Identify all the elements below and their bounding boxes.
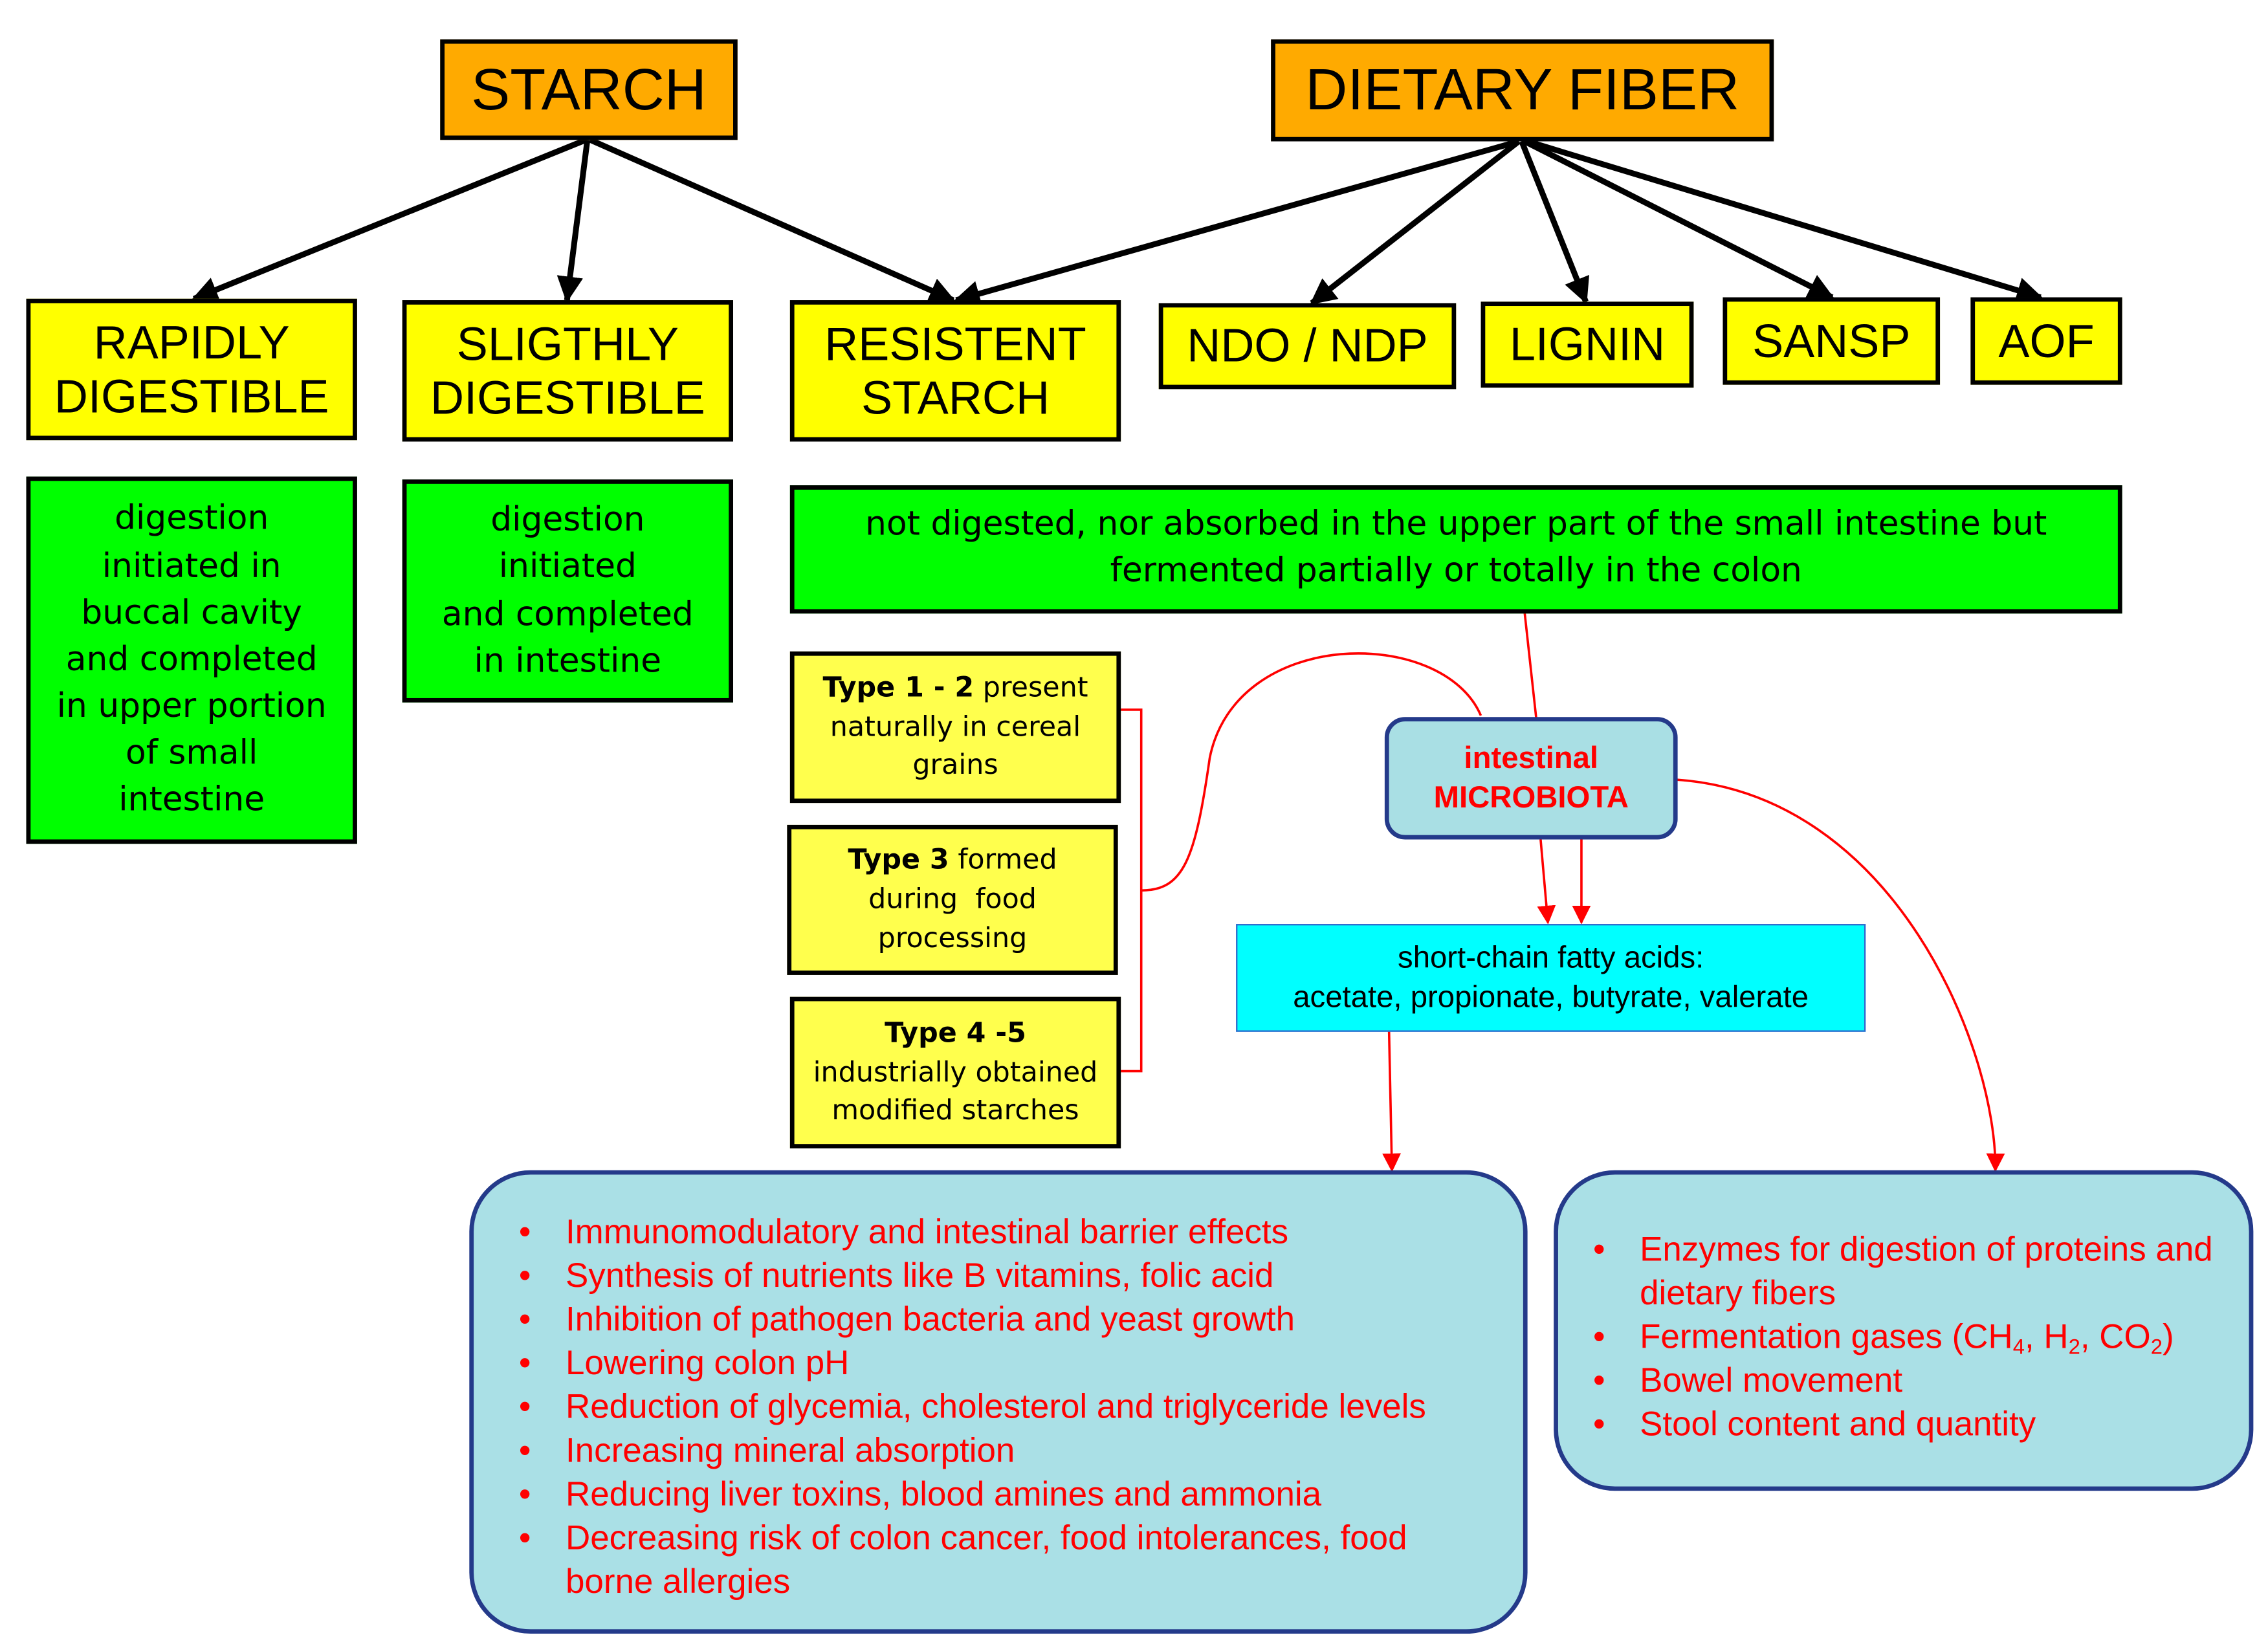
type-1-2-bold: Type 1 - 2: [822, 671, 974, 703]
scfa-effects-list: Immunomodulatory and intestinal barrier …: [519, 1210, 1479, 1603]
resistant-description-line: fermented partially or totally in the co…: [1110, 552, 1802, 591]
rapidly-description-line: of small: [125, 734, 258, 773]
microbiota-effects-box: Enzymes for digestion of proteins and di…: [1554, 1170, 2254, 1491]
resistent-starch-box: RESISTENT STARCH: [789, 300, 1121, 442]
slightly-description-line: in intestine: [474, 642, 662, 681]
scfa-effect-item: Reducing liver toxins, blood amines and …: [519, 1472, 1479, 1516]
type-1-2-line2: naturally in cereal: [830, 710, 1081, 743]
sansp-box: SANSP: [1723, 297, 1941, 385]
scfa-effect-item: Inhibition of pathogen bacteria and yeas…: [519, 1297, 1479, 1341]
lignin-label: LIGNIN: [1509, 318, 1666, 371]
type-3-bold: Type 3: [848, 844, 949, 876]
bracket-types: [1119, 708, 1143, 1073]
ndo-ndp-box: NDO / NDP: [1158, 303, 1457, 389]
starch-header-label: STARCH: [471, 57, 707, 122]
scfa-effect-item: Lowering colon pH: [519, 1341, 1479, 1385]
slightly-description-line: and completed: [441, 595, 694, 633]
arrow-microbiota-effects: [1676, 778, 2005, 1172]
resistent-starch-line1: RESISTENT: [824, 317, 1086, 370]
rapidly-description-line: initiated in: [102, 547, 281, 586]
scfa-effect-item: Immunomodulatory and intestinal barrier …: [519, 1210, 1479, 1254]
arrow-scfa-effects: [1382, 1030, 1402, 1172]
gases-text: , CO: [2080, 1317, 2151, 1355]
arrow-fiber-lignin: [1519, 140, 1589, 305]
aof-box: AOF: [1970, 297, 2122, 385]
ndo-ndp-label: NDO / NDP: [1187, 319, 1428, 372]
rapidly-description-line: buccal cavity: [81, 594, 302, 632]
type-3-box: Type 3 formed during food processing: [787, 824, 1118, 975]
sansp-label: SANSP: [1752, 314, 1911, 367]
rapidly-description-line: and completed: [65, 641, 318, 679]
gases-sub: 4: [2012, 1336, 2025, 1360]
type-4-5-box: Type 4 -5 industrially obtained modified…: [789, 996, 1121, 1148]
gases-sub: 2: [2150, 1336, 2163, 1360]
gases-text: , H: [2024, 1317, 2069, 1355]
type-4-5-bold: Type 4 -5: [885, 1016, 1026, 1049]
scfa-effects-box: Immunomodulatory and intestinal barrier …: [469, 1170, 1528, 1634]
rapidly-digestible-box: RAPIDLY DIGESTIBLE: [26, 298, 357, 441]
scfa-line2: acetate, propionate, butyrate, valerate: [1293, 980, 1809, 1014]
arrow-microbiota-scfa-1: [1537, 839, 1556, 925]
dietary-fiber-header-label: DIETARY FIBER: [1305, 58, 1740, 123]
rapidly-digestible-line1: RAPIDLY: [93, 316, 290, 369]
scfa-effect-item: Increasing mineral absorption: [519, 1428, 1479, 1472]
type-3-rest: formed: [949, 844, 1057, 876]
gases-text: ): [2162, 1317, 2174, 1355]
microbiota-line1: intestinal: [1464, 741, 1599, 775]
type-3-line2: during food: [868, 883, 1037, 915]
microbiota-effect-item: Bowel movement: [1593, 1358, 2226, 1402]
type-4-5-line3: modified starches: [831, 1095, 1079, 1128]
rapidly-description-line: intestine: [118, 782, 265, 820]
slightly-digestible-box: SLIGTHLY DIGESTIBLE: [402, 300, 734, 442]
arrow-fiber-ndo: [1310, 138, 1521, 306]
aof-label: AOF: [1998, 314, 2095, 367]
arrow-starch-resistent: [589, 137, 956, 303]
arrow-fiber-resistent: [953, 138, 1520, 307]
scfa-effect-item: Decreasing risk of colon cancer, food in…: [519, 1516, 1479, 1603]
intestinal-microbiota-box: intestinal MICROBIOTA: [1384, 717, 1678, 840]
type-1-2-box: Type 1 - 2 present naturally in cereal g…: [789, 651, 1121, 804]
microbiota-effects-list: Enzymes for digestion of proteins and di…: [1593, 1227, 2226, 1446]
type-4-5-line1: Type 4 -5: [885, 1014, 1026, 1053]
microbiota-effect-item: Enzymes for digestion of proteins and di…: [1593, 1227, 2226, 1315]
rapidly-description-box: digestion initiated in buccal cavity and…: [26, 476, 357, 844]
curve-types-to-microbiota: [1141, 652, 1482, 892]
gases-sub: 2: [2068, 1336, 2080, 1360]
arrow-starch-slightly: [556, 139, 591, 303]
resistant-description-line: not digested, nor absorbed in the upper …: [865, 506, 2047, 544]
gases-text: Fermentation gases (CH: [1640, 1317, 2013, 1355]
type-1-2-line3: grains: [912, 749, 998, 782]
lignin-box: LIGNIN: [1481, 301, 1694, 388]
slightly-description-line: digestion: [490, 501, 645, 540]
arrow-fiber-sansp: [1523, 138, 1835, 300]
type-3-line3: processing: [877, 922, 1028, 955]
rapidly-digestible-line2: DIGESTIBLE: [54, 369, 329, 422]
dietary-fiber-header: DIETARY FIBER: [1271, 39, 1774, 142]
rapidly-description-line: digestion: [115, 500, 269, 538]
type-4-5-line2: industrially obtained: [813, 1055, 1098, 1088]
line-fermented-to-microbiota: [1523, 611, 1537, 719]
slightly-digestible-line1: SLIGTHLY: [456, 317, 679, 370]
microbiota-effect-item: Fermentation gases (CH4, H2, CO2): [1593, 1315, 2226, 1359]
rapidly-description-line: in upper portion: [56, 688, 327, 726]
type-1-2-line1: Type 1 - 2 present: [823, 668, 1088, 708]
slightly-digestible-line2: DIGESTIBLE: [430, 371, 705, 424]
type-1-2-rest: present: [974, 671, 1088, 703]
microbiota-line2: MICROBIOTA: [1433, 781, 1629, 815]
scfa-line1: short-chain fatty acids:: [1398, 941, 1704, 975]
short-chain-fatty-acids-box: short-chain fatty acids: acetate, propio…: [1236, 924, 1866, 1032]
arrow-starch-rapidly: [191, 137, 588, 302]
resistant-description-box: not digested, nor absorbed in the upper …: [789, 485, 2122, 614]
arrow-fiber-aof: [1526, 138, 2043, 303]
scfa-effect-item: Synthesis of nutrients like B vitamins, …: [519, 1253, 1479, 1297]
type-3-line1: Type 3 formed: [848, 841, 1057, 881]
slightly-description-box: digestion initiated and completed in int…: [402, 479, 734, 703]
slightly-description-line: initiated: [498, 548, 637, 587]
scfa-effect-item: Reduction of glycemia, cholesterol and t…: [519, 1385, 1479, 1429]
microbiota-effect-item: Stool content and quantity: [1593, 1402, 2226, 1446]
starch-header: STARCH: [440, 39, 738, 140]
resistent-starch-line2: STARCH: [861, 371, 1050, 424]
